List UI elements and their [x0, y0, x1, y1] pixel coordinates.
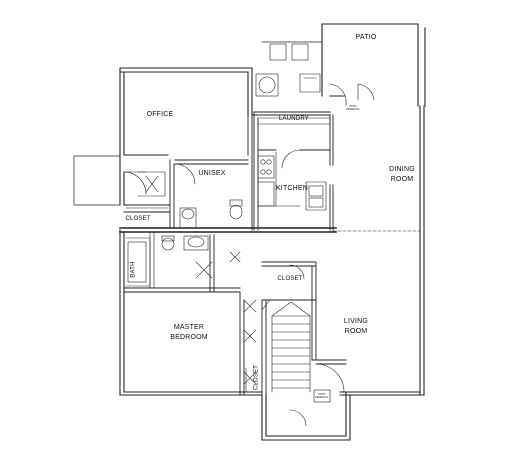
fixtures	[125, 43, 331, 403]
room-label-unisex: UNISEX	[198, 170, 226, 177]
room-label-kitchen: KITCHEN	[275, 185, 309, 192]
doors	[123, 83, 375, 427]
room-label-laundry: LAUNDRY	[279, 116, 309, 122]
room-label-bath: BATH	[130, 261, 137, 278]
room-label-living-line1: LIVING	[343, 318, 369, 325]
entry-slabs	[73, 41, 323, 206]
room-label-closet-office: CLOSET	[125, 216, 151, 222]
entry-pedestal-label-line2: PEDESTAL	[315, 396, 329, 399]
exterior-walls	[119, 23, 426, 441]
room-label-office: OFFICE	[146, 111, 174, 118]
room-label-closet-bedroom: CLOSET	[253, 364, 260, 391]
room-label-dining-line1: DINING	[389, 166, 415, 173]
room-label-patio: PATIO	[355, 34, 377, 41]
patio-pedestal-label-line2: PEDESTAL	[346, 108, 360, 111]
room-label-dining-line2: ROOM	[390, 176, 414, 183]
room-label-living-line2: ROOM	[344, 328, 368, 335]
interior-walls	[119, 71, 421, 396]
entry-pedestal-label-line1: PATIO	[318, 393, 326, 396]
room-label-closet-hall: CLOSET	[277, 276, 303, 282]
patio-pedestal-label-line1: PATIO	[349, 105, 357, 108]
room-label-master-line1: MASTER	[173, 324, 205, 331]
room-label-master-line2: BEDROOM	[170, 334, 208, 341]
